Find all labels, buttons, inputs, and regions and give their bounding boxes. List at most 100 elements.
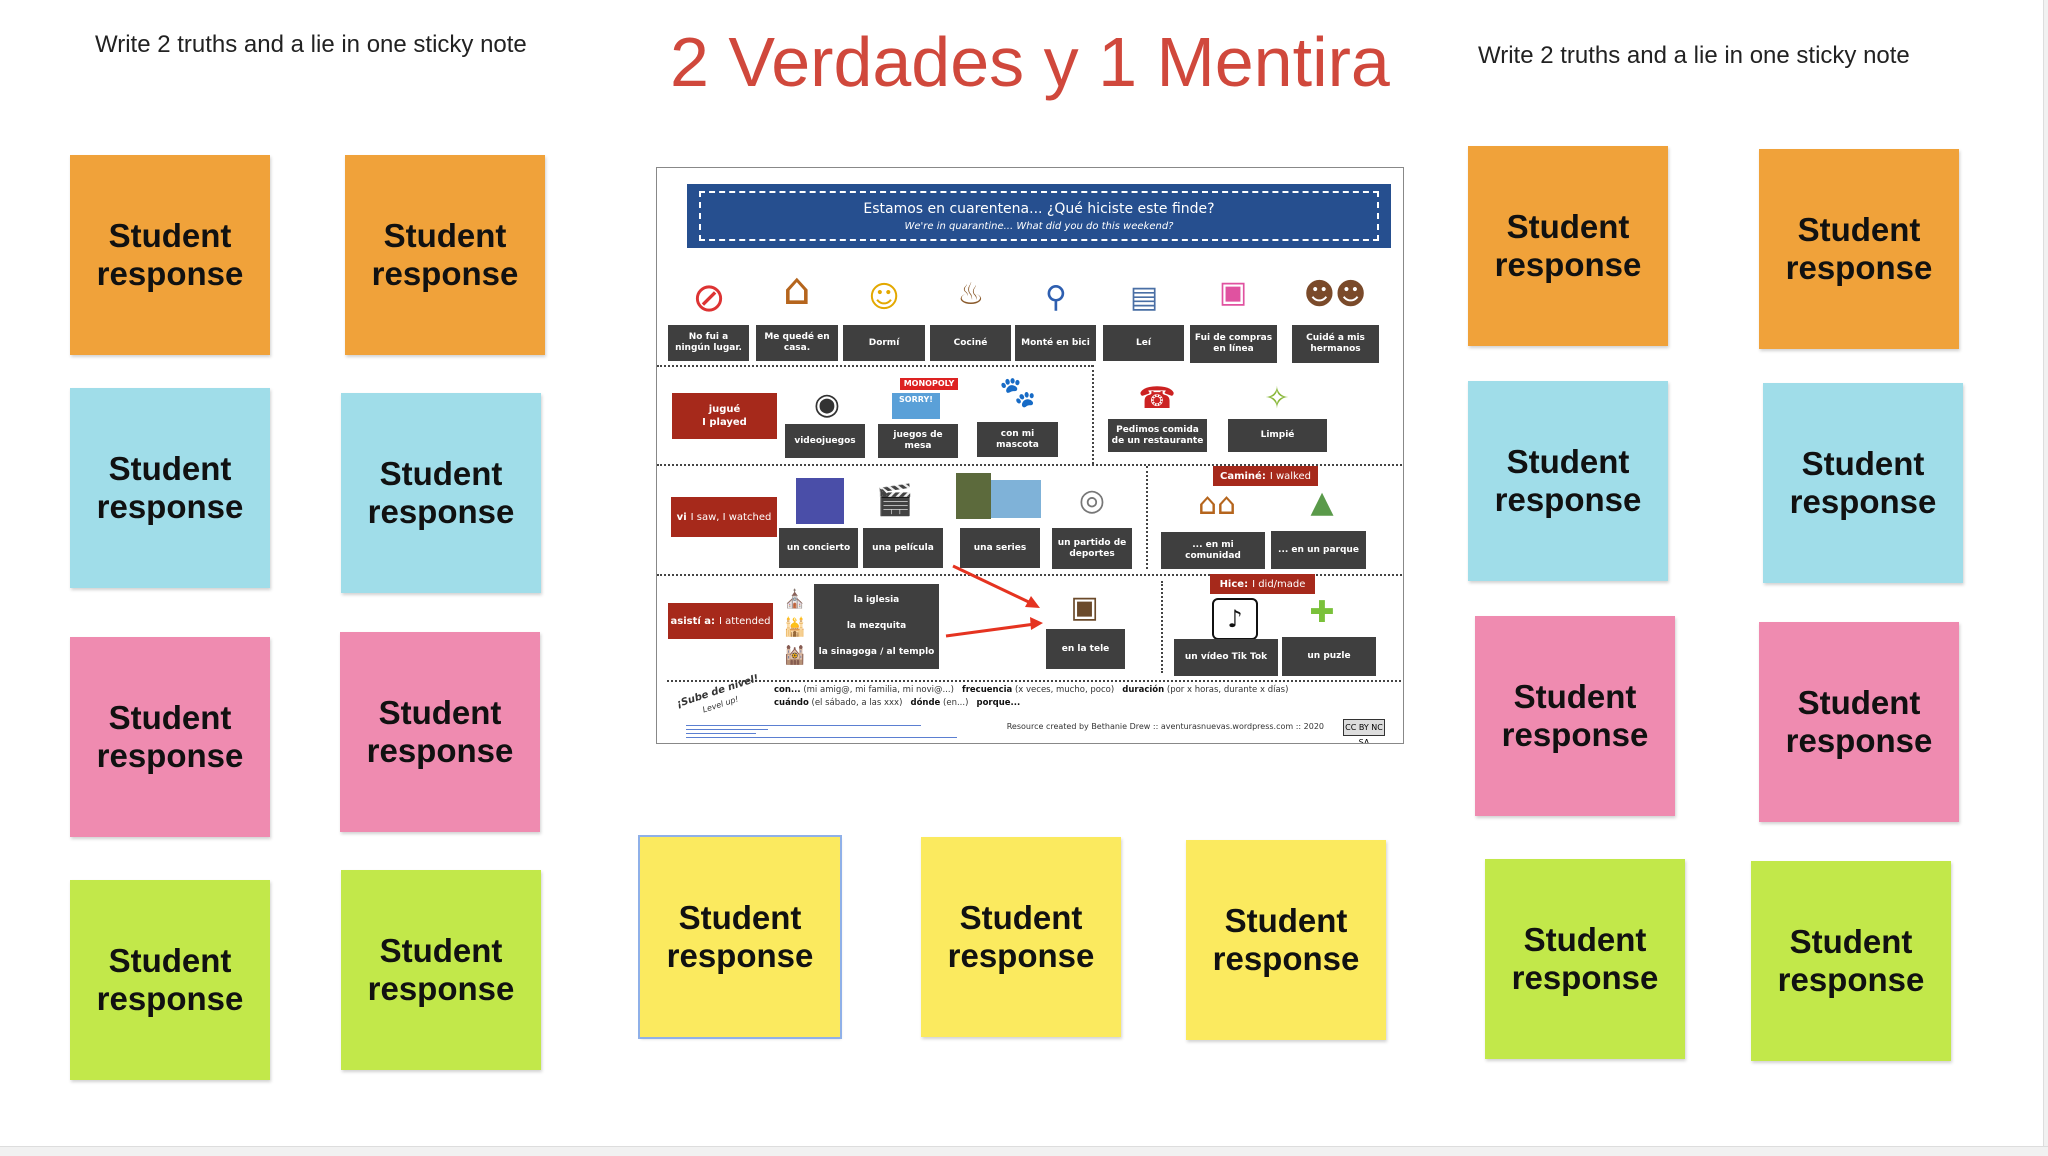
- walked-verb: Caminé:: [1220, 470, 1266, 482]
- extra-value: (en...): [943, 698, 969, 708]
- monopoly-logo: MONOPOLY: [900, 378, 958, 390]
- sticky-note[interactable]: Student response: [341, 393, 541, 593]
- label-pelicula: una película: [863, 528, 943, 568]
- stadium-icon: ◎: [1078, 483, 1106, 518]
- label-comunidad: ... en mi comunidad: [1161, 532, 1265, 569]
- sticky-note[interactable]: Student response: [921, 837, 1121, 1037]
- sticky-note[interactable]: Student response: [345, 155, 545, 355]
- sticky-note[interactable]: Student response: [70, 880, 270, 1080]
- source-link[interactable]: [686, 729, 768, 730]
- sticky-note[interactable]: Student response: [340, 632, 540, 832]
- extras-line-2: cuándo (el sábado, a las xxx) dónde (en.…: [774, 698, 1020, 708]
- sticky-note[interactable]: Student response: [70, 155, 270, 355]
- sticky-note[interactable]: Student response: [1763, 383, 1963, 583]
- arrows: [945, 564, 1043, 638]
- sticky-note-text: Student response: [371, 217, 519, 292]
- banner-title: Estamos en cuarentena... ¿Qué hiciste es…: [863, 201, 1215, 217]
- sticky-note[interactable]: Student response: [1759, 622, 1959, 822]
- sticky-note-text: Student response: [666, 899, 814, 974]
- extra-key: frecuencia: [962, 685, 1013, 695]
- house-icon: ⌂: [783, 264, 811, 315]
- extra-key: porque...: [976, 698, 1021, 708]
- divider: [1092, 365, 1094, 464]
- sticky-note[interactable]: Student response: [1475, 616, 1675, 816]
- played-verb: jugué: [708, 404, 741, 415]
- made-box: Hice:I did/made: [1210, 574, 1315, 594]
- sticky-note[interactable]: Student response: [1751, 861, 1951, 1061]
- label-mascota: con mi mascota: [977, 422, 1058, 457]
- label-videojuegos: videojuegos: [785, 424, 865, 458]
- banner-subtitle: We're in quarantine... What did you do t…: [904, 221, 1174, 232]
- extra-key: con...: [774, 685, 801, 695]
- extra-value: (x veces, mucho, poco): [1014, 685, 1115, 695]
- sticky-note[interactable]: Student response: [1468, 146, 1668, 346]
- no-entry-icon: ⊘: [692, 275, 726, 321]
- sticky-note-text: Student response: [1501, 678, 1649, 753]
- resource-credit: Resource created by Bethanie Drew :: ave…: [1006, 722, 1324, 731]
- worksheet-image[interactable]: Estamos en cuarentena... ¿Qué hiciste es…: [656, 167, 1404, 744]
- horizontal-scrollbar[interactable]: [0, 1146, 2048, 1156]
- label-lei: Leí: [1103, 325, 1184, 361]
- label-juegos-mesa: juegos de mesa: [878, 424, 958, 458]
- sticky-note-text: Student response: [1511, 921, 1659, 996]
- extras-line-1: con... (mi amig@, mi familia, mi novi@..…: [774, 685, 1288, 695]
- sticky-note[interactable]: Student response: [70, 388, 270, 588]
- label-pedimos: Pedimos comida de un restaurante: [1108, 419, 1207, 452]
- worksheet-banner: Estamos en cuarentena... ¿Qué hiciste es…: [687, 184, 1391, 248]
- book-icon: ▤: [1129, 280, 1159, 315]
- extra-key: dónde: [910, 698, 941, 708]
- sleeping-face-icon: ☺: [868, 280, 900, 315]
- label-partido: un partido de deportes: [1052, 528, 1132, 569]
- divider: [1161, 581, 1163, 673]
- saw-meaning: I saw, I watched: [690, 511, 772, 523]
- label-tiktok: un vídeo Tik Tok: [1174, 639, 1278, 676]
- arrow-line: [952, 564, 1036, 607]
- park-icon: ▲: [1310, 485, 1334, 520]
- series-poster-image: [991, 480, 1041, 518]
- source-link[interactable]: [686, 733, 756, 734]
- divider: [667, 680, 1403, 682]
- sticky-note-text: Student response: [1494, 208, 1642, 283]
- tiktok-icon: ♪: [1212, 598, 1258, 640]
- source-link[interactable]: [686, 725, 921, 726]
- sticky-note[interactable]: Student response: [341, 870, 541, 1070]
- divider: [657, 574, 1403, 576]
- label-limpie: Limpié: [1228, 419, 1327, 452]
- extra-value: (por x horas, durante x días): [1166, 685, 1289, 695]
- tv-icon: ▣: [1070, 590, 1099, 625]
- made-meaning: I did/made: [1252, 578, 1306, 590]
- sticky-note-text: Student response: [947, 899, 1095, 974]
- label-cuide: Cuidé a mis hermanos: [1292, 325, 1379, 363]
- shopping-icon: ▣: [1218, 275, 1248, 310]
- vertical-scrollbar[interactable]: [2043, 0, 2048, 1146]
- label-series: una series: [960, 528, 1040, 568]
- label-cocine: Cociné: [930, 325, 1011, 361]
- family-icon: ☻☻: [1303, 277, 1367, 312]
- label-puzle: un puzle: [1282, 637, 1376, 676]
- sticky-note[interactable]: Student response: [1186, 840, 1386, 1040]
- sticky-note[interactable]: Student response: [638, 835, 842, 1039]
- sticky-note-text: Student response: [96, 217, 244, 292]
- divider: [657, 464, 1403, 466]
- sticky-note-text: Student response: [1777, 923, 1925, 998]
- cleaning-icon: ✧: [1264, 381, 1290, 416]
- label-monte: Monté en bici: [1015, 325, 1096, 361]
- label-no-fui: No fui a ningún lugar.: [668, 325, 749, 361]
- sticky-note-text: Student response: [366, 694, 514, 769]
- attended-verb: asistí a:: [670, 615, 716, 627]
- place-mezquita: la mezquita: [846, 620, 907, 631]
- sticky-note[interactable]: Student response: [1485, 859, 1685, 1059]
- pets-icon: 🐾: [999, 375, 1037, 410]
- label-me-quede: Me quedé en casa.: [756, 325, 838, 361]
- sticky-note-text: Student response: [1785, 211, 1933, 286]
- cooking-icon: ♨: [957, 277, 985, 312]
- sticky-note[interactable]: Student response: [1468, 381, 1668, 581]
- sticky-note[interactable]: Student response: [1759, 149, 1959, 349]
- places-box: la iglesia la mezquita la sinagoga / al …: [814, 584, 939, 669]
- divider: [657, 365, 1093, 367]
- divider: [1146, 466, 1148, 569]
- sticky-note[interactable]: Student response: [70, 637, 270, 837]
- source-link[interactable]: [686, 737, 957, 738]
- arrow-line: [945, 622, 1036, 638]
